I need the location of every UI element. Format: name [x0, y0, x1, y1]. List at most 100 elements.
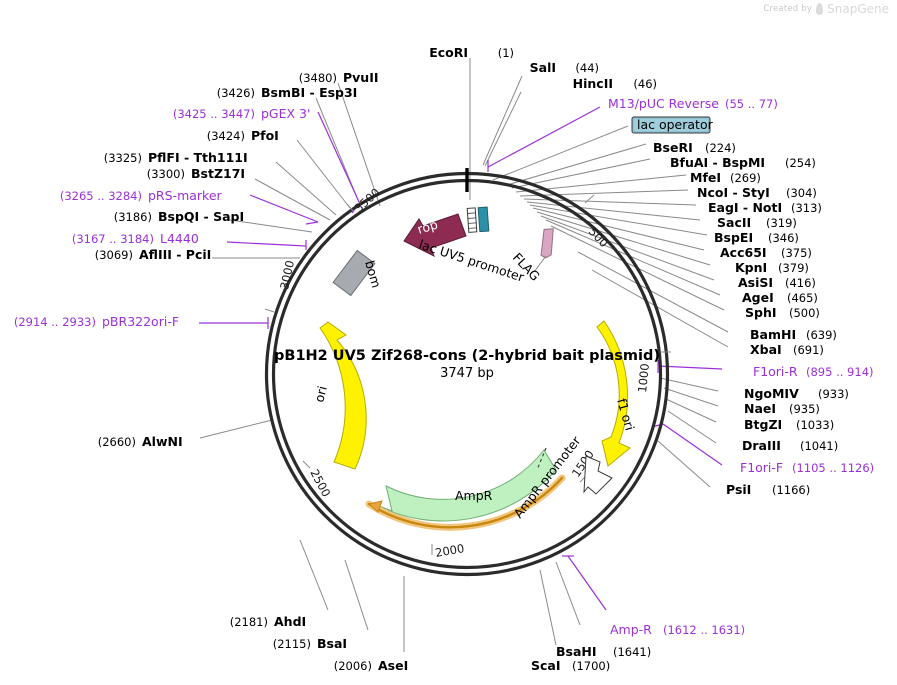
label-f1ori-f[interactable]: F1ori-F (1105 .. 1126): [740, 460, 874, 475]
enzyme-name: NaeI: [744, 401, 776, 416]
label-alwni[interactable]: (2660) AlwNI: [98, 434, 183, 449]
enzyme-position: (416): [785, 276, 816, 290]
enzyme-name: NgoMIV: [744, 386, 799, 401]
enzyme-position: (269): [730, 171, 761, 185]
label-f1ori-r[interactable]: F1ori-R (895 .. 914): [753, 364, 874, 379]
feature-position: (895 .. 914): [806, 365, 874, 379]
feature-position: (1612 .. 1631): [663, 623, 745, 637]
label-naei[interactable]: NaeI (935): [744, 401, 820, 416]
label-bspqi-sapi[interactable]: (3186) BspQI - SapI: [114, 209, 244, 224]
label-group-right: BseRI (224) BfuAI - BspMI (254) MfeI (26…: [653, 140, 874, 497]
enzyme-name: AhdI: [274, 614, 306, 629]
label-xbai[interactable]: XbaI (691): [750, 342, 824, 357]
label-agei[interactable]: AgeI (465): [742, 290, 818, 305]
enzyme-name: PflFI - Tth111I: [148, 150, 248, 165]
enzyme-name: BspEI: [714, 230, 753, 245]
label-l4440[interactable]: (3167 .. 3184) L4440: [72, 231, 199, 246]
enzyme-position: (933): [818, 387, 849, 401]
enzyme-position: (691): [793, 343, 824, 357]
feature-amp-r-highlight[interactable]: [365, 474, 566, 531]
enzyme-position: (2660): [98, 435, 136, 449]
label-asisi[interactable]: AsiSI (416): [738, 275, 816, 290]
enzyme-position: (3069): [95, 248, 133, 262]
label-pflfi-tth111i[interactable]: (3325) PflFI - Tth111I: [104, 150, 248, 165]
enzyme-position: (465): [787, 291, 818, 305]
label-bseri[interactable]: BseRI (224): [653, 140, 736, 155]
enzyme-position: (2181): [230, 615, 268, 629]
enzyme-position: (1): [498, 46, 514, 60]
label-draiii[interactable]: DraIII (1041): [742, 438, 838, 453]
feature-rop[interactable]: rop: [403, 213, 467, 258]
enzyme-name: AflIII - PciI: [139, 247, 211, 262]
label-bsmbi-esp3i[interactable]: (3426) BsmBI - Esp3I: [217, 85, 358, 100]
label-acc65i[interactable]: Acc65I (375): [720, 245, 812, 260]
label-btgzi[interactable]: BtgZI (1033): [744, 417, 834, 432]
snapgene-watermark: Created by SnapGene: [763, 2, 889, 16]
feature-name: L4440: [160, 231, 199, 246]
label-prs-marker[interactable]: (3265 .. 3284) pRS-marker: [60, 188, 223, 203]
enzyme-position: (2115): [273, 637, 311, 651]
label-bfuai-bspmi[interactable]: BfuAI - BspMI (254): [670, 155, 816, 170]
label-m13-puc-reverse[interactable]: M13/pUC Reverse (55 .. 77): [608, 96, 778, 111]
enzyme-name: MfeI: [690, 170, 721, 185]
tick-label-2000: 2000: [434, 541, 465, 560]
label-scai[interactable]: ScaI (1700): [531, 658, 610, 673]
enzyme-name: AseI: [378, 658, 408, 673]
enzyme-position: (3426): [217, 86, 255, 100]
label-ngomiv[interactable]: NgoMIV (933): [744, 386, 849, 401]
feature-name: pRS-marker: [148, 188, 223, 203]
feature-ori[interactable]: ori: [311, 321, 367, 470]
label-pvuii[interactable]: (3480) PvuII: [299, 70, 379, 85]
enzyme-position: (3480): [299, 71, 337, 85]
label-hincii[interactable]: HincII (46): [573, 76, 657, 91]
enzyme-name: PsiI: [726, 482, 751, 497]
enzyme-position: (224): [705, 141, 736, 155]
feature-f1-ori[interactable]: f1 ori: [596, 320, 638, 467]
enzyme-position: (3186): [114, 210, 152, 224]
feature-label-lac-uv5-promoter: lac UV5 promoter: [417, 237, 527, 285]
feature-label-rop: rop: [415, 217, 439, 237]
enzyme-name: EagI - NotI: [708, 200, 782, 215]
snapgene-brand-name: SnapGene: [827, 2, 889, 16]
label-bstz17i[interactable]: (3300) BstZ17I: [147, 166, 245, 181]
label-asei[interactable]: (2006) AseI: [334, 658, 409, 673]
enzyme-name: BfuAI - BspMI: [670, 155, 765, 170]
label-bsahi[interactable]: BsaHI (1641): [556, 644, 651, 659]
label-pbr322ori-f[interactable]: (2914 .. 2933) pBR322ori-F: [14, 314, 179, 329]
label-pfoi[interactable]: (3424) PfoI: [207, 128, 279, 143]
label-psii[interactable]: PsiI (1166): [726, 482, 810, 497]
lac-operator-callout[interactable]: lac operator: [631, 116, 714, 134]
enzyme-name: Acc65I: [720, 245, 767, 260]
label-mfei[interactable]: MfeI (269): [690, 170, 761, 185]
enzyme-position: (639): [806, 328, 837, 342]
enzyme-name: HincII: [573, 76, 613, 91]
label-sacii[interactable]: SacII (319): [717, 215, 797, 230]
feature-position: (2914 .. 2933): [14, 315, 96, 329]
tick-label-1000: 1000: [635, 363, 652, 394]
label-ahdi[interactable]: (2181) AhdI: [230, 614, 306, 629]
enzyme-name: BtgZI: [744, 417, 782, 432]
feature-position: (3425 .. 3447): [173, 107, 255, 121]
label-pgex-3prime[interactable]: (3425 .. 3447) pGEX 3': [173, 106, 311, 121]
label-amp-r[interactable]: Amp-R (1612 .. 1631): [610, 622, 745, 637]
feature-bom[interactable]: bom: [332, 249, 384, 297]
label-kpni[interactable]: KpnI (379): [735, 260, 809, 275]
enzyme-position: (375): [781, 246, 812, 260]
label-ecori[interactable]: EcoRI (1): [429, 45, 514, 60]
label-bsai[interactable]: (2115) BsaI: [273, 636, 347, 651]
label-sphi[interactable]: SphI (500): [745, 305, 820, 320]
label-group-top-left: (3480) PvuII (3426) BsmBI - Esp3I (3425 …: [14, 70, 379, 449]
label-bamhi[interactable]: BamHI (639): [750, 327, 837, 342]
label-eagi-noti[interactable]: EagI - NotI (313): [708, 200, 822, 215]
enzyme-name: BsmBI - Esp3I: [261, 85, 357, 100]
created-by-label: Created by: [763, 4, 813, 14]
label-sali[interactable]: SalI (44): [530, 60, 599, 75]
label-bspei[interactable]: BspEI (346): [714, 230, 799, 245]
label-afliii-pcii[interactable]: (3069) AflIII - PciI: [95, 247, 212, 262]
label-ncoi-styi[interactable]: NcoI - StyI (304): [697, 185, 817, 200]
enzyme-name: SalI: [530, 60, 556, 75]
feature-ampr[interactable]: AmpR: [373, 447, 557, 522]
feature-name: F1ori-F: [740, 460, 783, 475]
enzyme-name: AsiSI: [738, 275, 773, 290]
